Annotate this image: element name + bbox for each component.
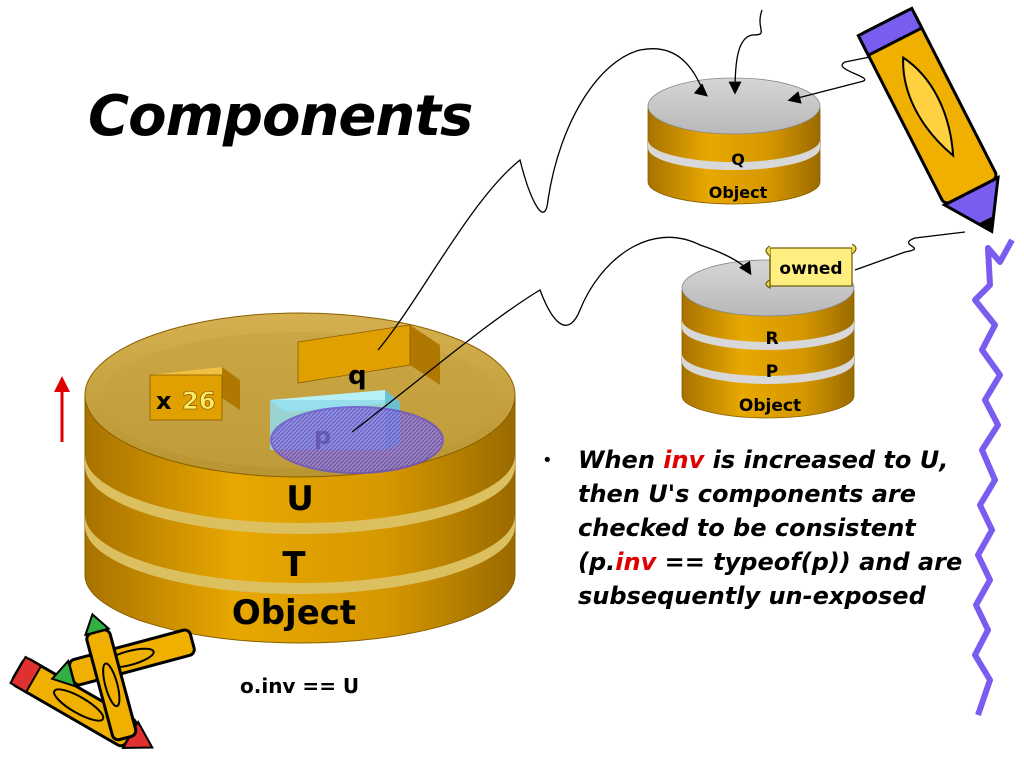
q-layer-label-object: Object	[709, 183, 768, 202]
object-q-stack	[647, 77, 821, 205]
ownership-oval	[270, 406, 444, 474]
purple-squiggle-decoration	[972, 238, 1015, 716]
layer-label-T: T	[282, 545, 306, 585]
bullet-text: When inv is increased to U, then U's com…	[578, 443, 998, 613]
field-q-box	[297, 324, 440, 385]
pencil-icon	[856, 6, 1000, 234]
bullet-inv-keyword-1: inv	[663, 446, 705, 474]
field-x-value: 26	[182, 387, 215, 415]
ref-line-pencil-to-Q	[787, 54, 881, 104]
rp-layer-label-object: Object	[739, 396, 801, 416]
crayon-icon	[9, 612, 196, 750]
slide-title: Components	[88, 84, 473, 149]
ref-line-top-to-Q	[728, 9, 763, 95]
owned-tag	[765, 243, 857, 289]
bullet-part-1: When	[578, 446, 664, 474]
field-x-label: x	[156, 387, 172, 415]
owned-tag-label: owned	[779, 259, 842, 279]
bullet-part-3: == typeof(p)) and are subsequently un-ex…	[578, 548, 963, 610]
q-layer-label-Q: Q	[731, 150, 745, 169]
field-x-box	[149, 367, 240, 421]
rp-layer-label-P: P	[766, 362, 778, 382]
invariant-caption: o.inv == U	[240, 674, 360, 698]
rp-layer-label-R: R	[765, 329, 778, 349]
bullet-inv-keyword-2: inv	[615, 548, 657, 576]
bullet-part-2: is increased to U, then U's components a…	[578, 446, 949, 576]
layer-label-U: U	[286, 479, 314, 519]
ref-line-p-to-RP	[351, 236, 752, 433]
reference-lines	[351, 9, 966, 433]
layer-label-object: Object	[232, 593, 356, 633]
up-arrow-icon	[54, 376, 70, 442]
ref-line-q-to-Q	[377, 48, 708, 351]
field-q-label: q	[348, 361, 367, 391]
field-p-label: p	[314, 422, 331, 450]
ref-line-pencil-to-owned	[854, 231, 966, 271]
bullet-marker: •	[542, 450, 553, 471]
